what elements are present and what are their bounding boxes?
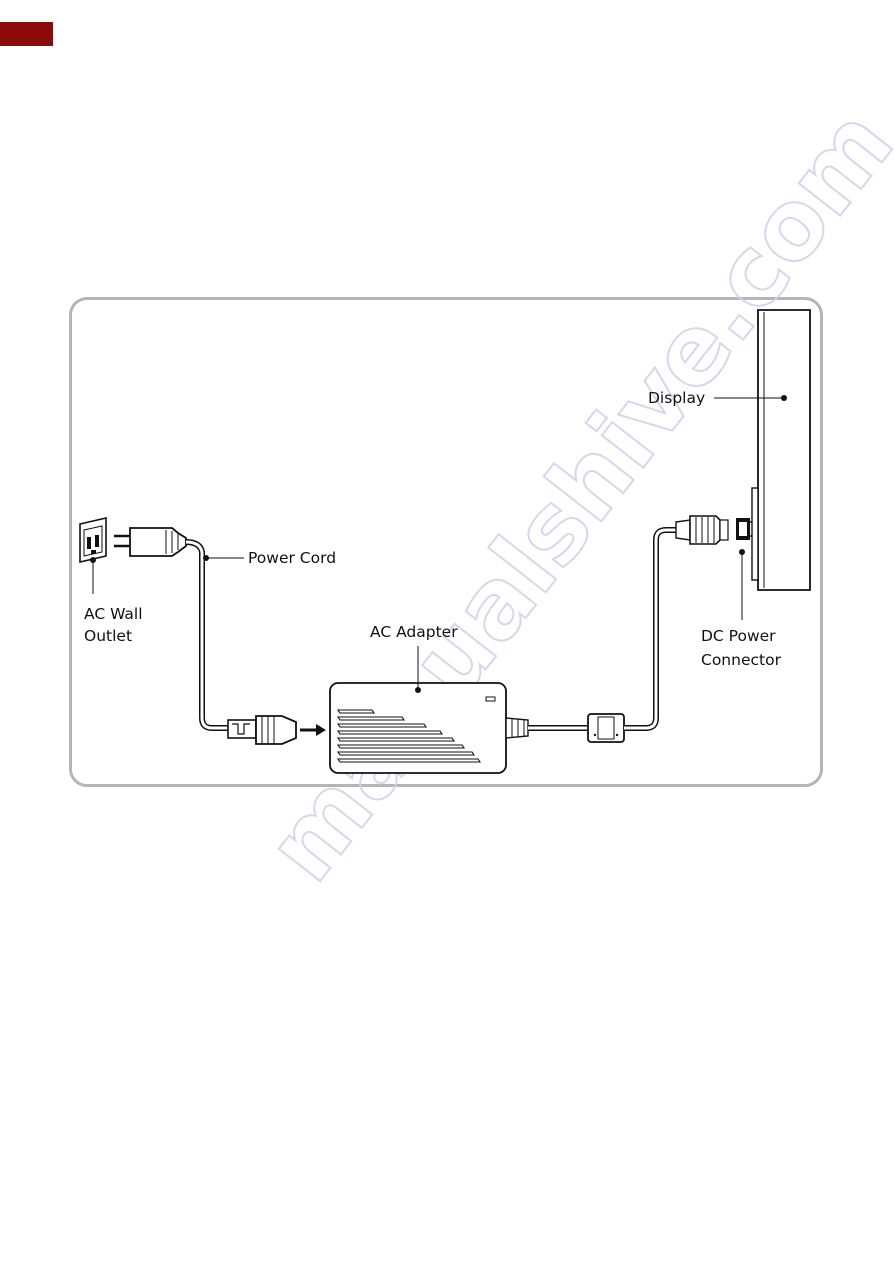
display-icon (751, 309, 811, 591)
label-display: Display (648, 389, 705, 407)
display-leader-dot (781, 395, 787, 401)
insert-arrow-icon (300, 724, 326, 736)
ferrite-core-icon (587, 713, 625, 743)
adapter-strain-relief (505, 717, 529, 739)
page-corner-tab (0, 22, 53, 46)
ac-wall-outlet-icon (79, 516, 107, 564)
ac-adapter-leader-dot (415, 687, 421, 693)
ac-adapter-icon (329, 682, 507, 774)
power-cord-leader-dot (203, 555, 209, 561)
dc-connector-leader-dot (739, 549, 745, 555)
label-ac-adapter: AC Adapter (370, 623, 458, 641)
iec-connector-icon (227, 715, 297, 745)
label-dc-power-connector-line2: Connector (701, 651, 782, 669)
power-cord-cable (185, 539, 228, 731)
label-dc-power-connector-line1: DC Power (701, 627, 776, 645)
dc-connector-icon (675, 515, 756, 545)
dc-cable-to-display (624, 527, 676, 731)
label-power-cord: Power Cord (248, 549, 336, 567)
outlet-leader-dot (90, 557, 96, 563)
power-plug-icon (114, 527, 187, 557)
label-ac-wall-outlet-line1: AC Wall (84, 605, 143, 623)
label-ac-wall-outlet-line2: Outlet (84, 627, 132, 645)
diagram-frame (69, 297, 823, 787)
